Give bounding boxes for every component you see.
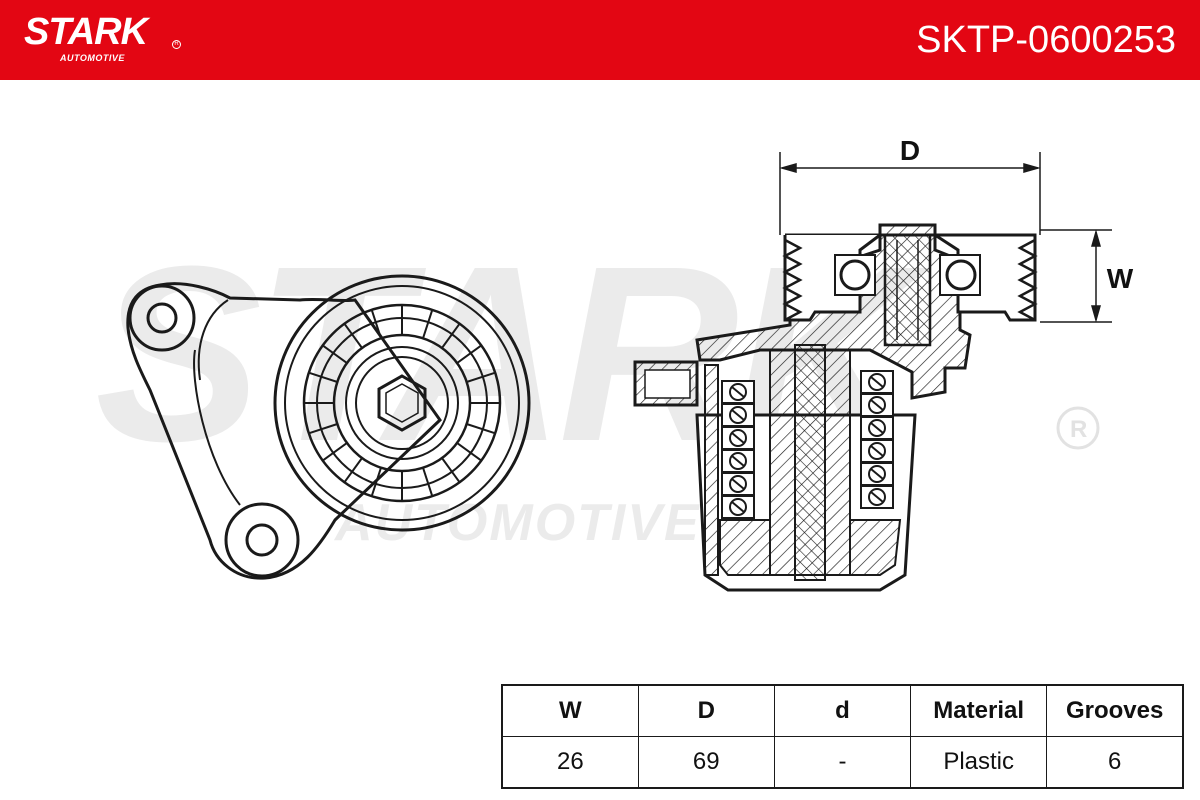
spec-header-d: D — [637, 684, 775, 737]
pulley-rib — [441, 457, 461, 483]
pulley-rib — [456, 442, 482, 462]
spec-header-small-d: d — [773, 684, 912, 737]
header-bar: STARK R AUTOMOTIVE SKTP-0600253 — [0, 0, 1200, 80]
pulley-rib — [308, 371, 338, 383]
spring-coil-mark — [870, 422, 884, 434]
pulley-ribs — [304, 305, 500, 501]
pulley-rib — [456, 344, 482, 364]
spring-coil-mark — [870, 445, 884, 457]
spec-header-w: W — [501, 684, 639, 737]
spec-value-row: 26 69 - Plastic 6 — [501, 736, 1184, 789]
spring-coil-mark — [731, 478, 745, 490]
spring-coil-mark — [870, 491, 884, 503]
part-number: SKTP-0600253 — [916, 19, 1176, 61]
upper-mount-hole — [146, 302, 178, 334]
pulley-rib — [370, 309, 382, 339]
pulley-outer-rim — [273, 274, 531, 532]
pulley-rib — [370, 467, 382, 497]
tensioner-section-view — [633, 223, 1037, 592]
spec-header-material: Material — [910, 684, 1048, 737]
upper-mount-lug — [128, 284, 196, 352]
pulley-grooves — [782, 238, 1038, 322]
spring-coil-mark — [870, 399, 884, 411]
pulley-rib — [422, 467, 434, 497]
spring-coil-mark — [731, 455, 745, 467]
pulley-rib — [441, 323, 461, 349]
dimension-lines — [779, 152, 1112, 323]
spring-coils — [721, 370, 894, 519]
spring-coil-mark — [870, 468, 884, 480]
pulley-rib — [466, 423, 496, 435]
bearing-ball-right — [945, 259, 977, 291]
spec-table: W D d Material Grooves 26 69 - Plastic 6 — [501, 684, 1184, 789]
dimension-label-d: D — [900, 135, 920, 166]
spring-coil-mark — [731, 409, 745, 421]
spring-coil-mark — [731, 432, 745, 444]
watermark-sub-text: AUTOMOTIVE — [333, 494, 701, 552]
spec-value-grooves: 6 — [1046, 736, 1184, 789]
spec-value-w: 26 — [501, 736, 639, 789]
pulley-rib — [322, 442, 348, 462]
spring-coil-mark — [870, 376, 884, 388]
hex-bolt-icon — [377, 374, 427, 432]
registered-mark-icon: R — [172, 40, 181, 49]
bearing-ball-left — [839, 259, 871, 291]
lower-mount-hole — [245, 523, 279, 557]
spring-coil-mark — [731, 386, 745, 398]
brand-logo: STARK — [24, 11, 148, 53]
tensioner-front-view — [126, 274, 531, 580]
spec-value-material: Plastic — [910, 736, 1048, 789]
pulley-rib — [322, 344, 348, 364]
lower-mount-lug — [224, 502, 300, 578]
spec-header-grooves: Grooves — [1046, 684, 1184, 737]
spec-header-row: W D d Material Grooves — [501, 684, 1184, 737]
watermark-registered-icon — [1056, 406, 1100, 450]
pulley-rib — [343, 457, 363, 483]
pulley-rib — [308, 423, 338, 435]
spec-value-d: 69 — [637, 736, 775, 789]
pulley-rib — [343, 323, 363, 349]
spec-value-small-d: - — [773, 736, 912, 789]
dimension-label-w: W — [1107, 263, 1134, 294]
svg-text:R: R — [1070, 416, 1087, 443]
pulley-rib — [466, 371, 496, 383]
brand-subtitle: AUTOMOTIVE — [60, 53, 125, 63]
spring-coil-mark — [731, 501, 745, 513]
pulley-rib — [422, 309, 434, 339]
